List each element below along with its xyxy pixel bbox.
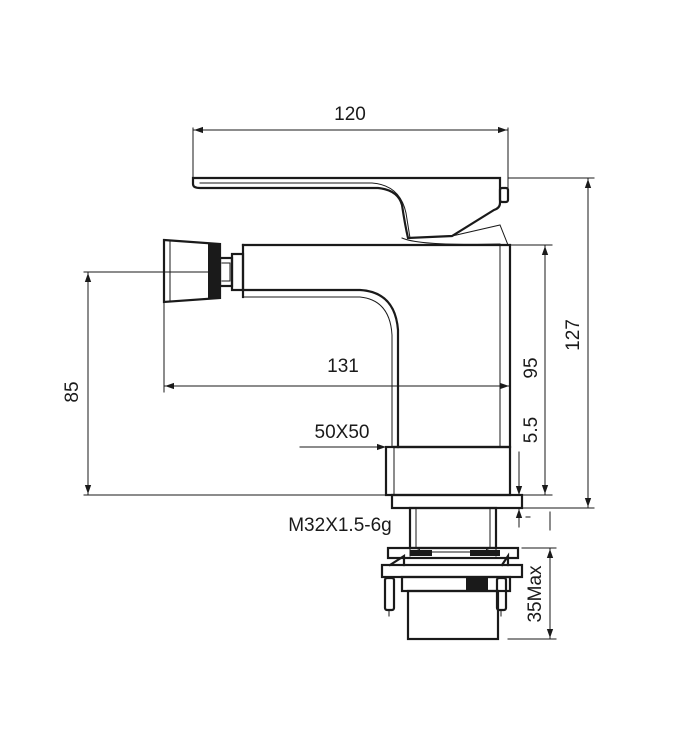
faucet-outline bbox=[162, 176, 524, 641]
dim-height-body: 95 bbox=[521, 357, 542, 378]
dim-height-total: 127 bbox=[563, 319, 584, 351]
dim-base-size: 50X50 bbox=[315, 422, 370, 443]
dimension-lines bbox=[83, 126, 595, 640]
lever-cap bbox=[498, 186, 510, 204]
base-plate bbox=[390, 493, 524, 510]
dim-width-top: 120 bbox=[334, 104, 366, 125]
dim-height-spout: 85 bbox=[62, 381, 83, 402]
lever-handle bbox=[191, 176, 502, 240]
dim-thread: M32X1.5-6g bbox=[288, 515, 392, 536]
mounting-hardware bbox=[380, 546, 524, 641]
threaded-shank bbox=[408, 506, 498, 550]
side-knob bbox=[162, 238, 245, 304]
faucet-body bbox=[241, 243, 512, 449]
base-block bbox=[384, 445, 512, 497]
dim-spout-reach: 131 bbox=[327, 356, 359, 377]
dim-mount-depth: 35Max bbox=[525, 565, 546, 623]
dim-height-base: 5.5 bbox=[521, 417, 542, 443]
spout bbox=[241, 288, 400, 449]
dimension-labels: 120 131 50X50 M32X1.5-6g 127 95 5.5 85 3… bbox=[62, 104, 584, 623]
